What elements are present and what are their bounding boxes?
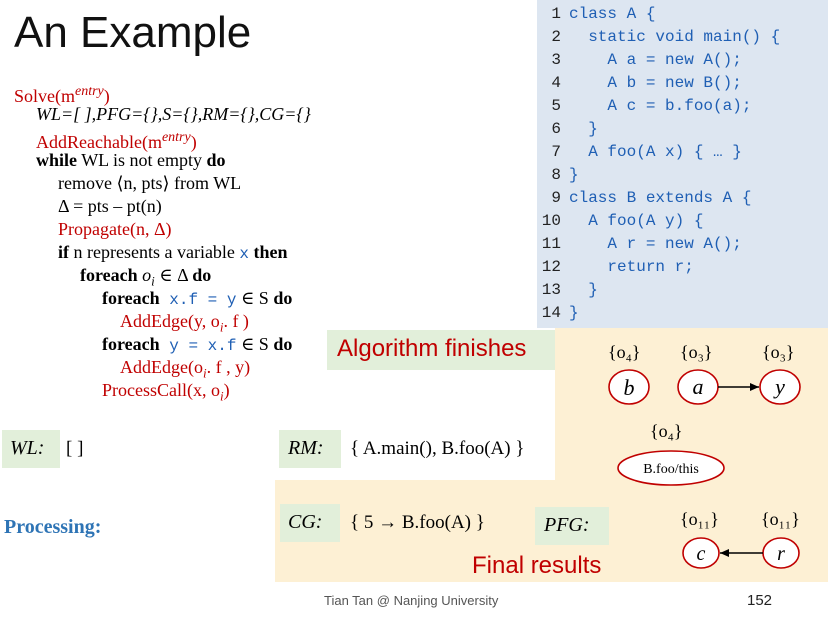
pts-this: {o₄} [650, 421, 683, 441]
pts-b: {o₄} [608, 342, 641, 362]
algo-line-foreach-store: foreach x.f = y ∈ S do [102, 288, 293, 309]
algo-line-solve: Solve(mentry) [14, 84, 110, 106]
node-a: a [677, 369, 719, 405]
pts-a: {o₃} [680, 342, 713, 362]
code-line: 13 } [541, 281, 598, 299]
wl-label: WL: [10, 437, 45, 459]
node-b: b [608, 369, 650, 405]
algo-line-if: if n represents a variable x then [58, 242, 288, 263]
code-line: 3 A a = new A(); [551, 51, 742, 69]
pts-c: {o₁₁} [680, 509, 719, 529]
code-line: 7 A foo(A x) { … } [551, 143, 742, 161]
algo-line-remove: remove ⟨n, pts⟩ from WL [58, 173, 242, 193]
algo-line-addreachable: AddReachable(mentry) [36, 130, 197, 152]
page-number: 152 [747, 592, 773, 609]
node-r-label: r [777, 543, 785, 565]
cg-label-box [280, 504, 340, 542]
cg-label: CG: [288, 511, 323, 533]
algorithm-block: Solve(mentry) WL=[ ],PFG={},S={},RM={},C… [14, 80, 311, 404]
node-r: r [762, 537, 800, 569]
final-results-label: Final results [472, 552, 602, 579]
algo-line-addedge-store: AddEdge(y, oi. f ) [120, 311, 249, 335]
code-line: 5 A c = b.foo(a); [551, 97, 752, 115]
algo-line-processcall: ProcessCall(x, oi) [102, 380, 230, 404]
wl-value: [ ] [66, 438, 84, 459]
code-line: 14} [541, 304, 579, 322]
code-line: 12 return r; [541, 258, 694, 276]
algorithm-finishes-banner: Algorithm finishes [327, 330, 555, 370]
algo-line-foreach-load: foreach y = x.f ∈ S do [102, 334, 293, 355]
algo-line-foreach-oi: foreach oi ∈ Δ do [80, 265, 212, 289]
node-c-label: c [697, 543, 706, 565]
pfg-label: PFG: [544, 514, 590, 536]
algo-line-init: WL=[ ],PFG={},S={},RM={},CG={} [36, 104, 311, 124]
node-b-label: b [624, 375, 635, 400]
rm-label-box [279, 430, 341, 468]
page-title: An Example [14, 8, 252, 57]
algo-line-delta: Δ = pts – pt(n) [58, 196, 162, 216]
pts-r: {o₁₁} [761, 509, 800, 529]
node-y-label: y [773, 374, 785, 399]
pfg-label-box [535, 507, 609, 545]
node-a-label: a [693, 374, 704, 399]
code-line: 8} [551, 166, 579, 184]
code-line: 10 A foo(A y) { [541, 212, 704, 230]
code-line: 6 } [551, 120, 598, 138]
pts-y: {o₃} [762, 342, 795, 362]
code-line: 11 A r = new A(); [541, 235, 742, 253]
node-c: c [682, 537, 720, 569]
algo-line-addedge-load: AddEdge(oi. f , y) [120, 357, 251, 381]
code-line: 2 static void main() { [551, 28, 781, 46]
cg-value: { 5 → B.foo(A) } [350, 512, 485, 533]
code-line: 4 A b = new B(); [551, 74, 742, 92]
rm-label: RM: [288, 437, 324, 459]
node-bfoo-this: B.foo/this [617, 450, 725, 486]
rm-value: { A.main(), B.foo(A) } [350, 438, 525, 459]
processing-label: Processing: [4, 516, 102, 538]
footer-credit: Tian Tan @ Nanjing University [324, 593, 499, 608]
node-bfoo-this-label: B.foo/this [643, 462, 699, 477]
algo-line-propagate: Propagate(n, Δ) [58, 219, 172, 239]
node-y: y [759, 369, 801, 405]
wl-label-box [2, 430, 60, 468]
algo-line-while: while WL is not empty do [36, 150, 226, 170]
